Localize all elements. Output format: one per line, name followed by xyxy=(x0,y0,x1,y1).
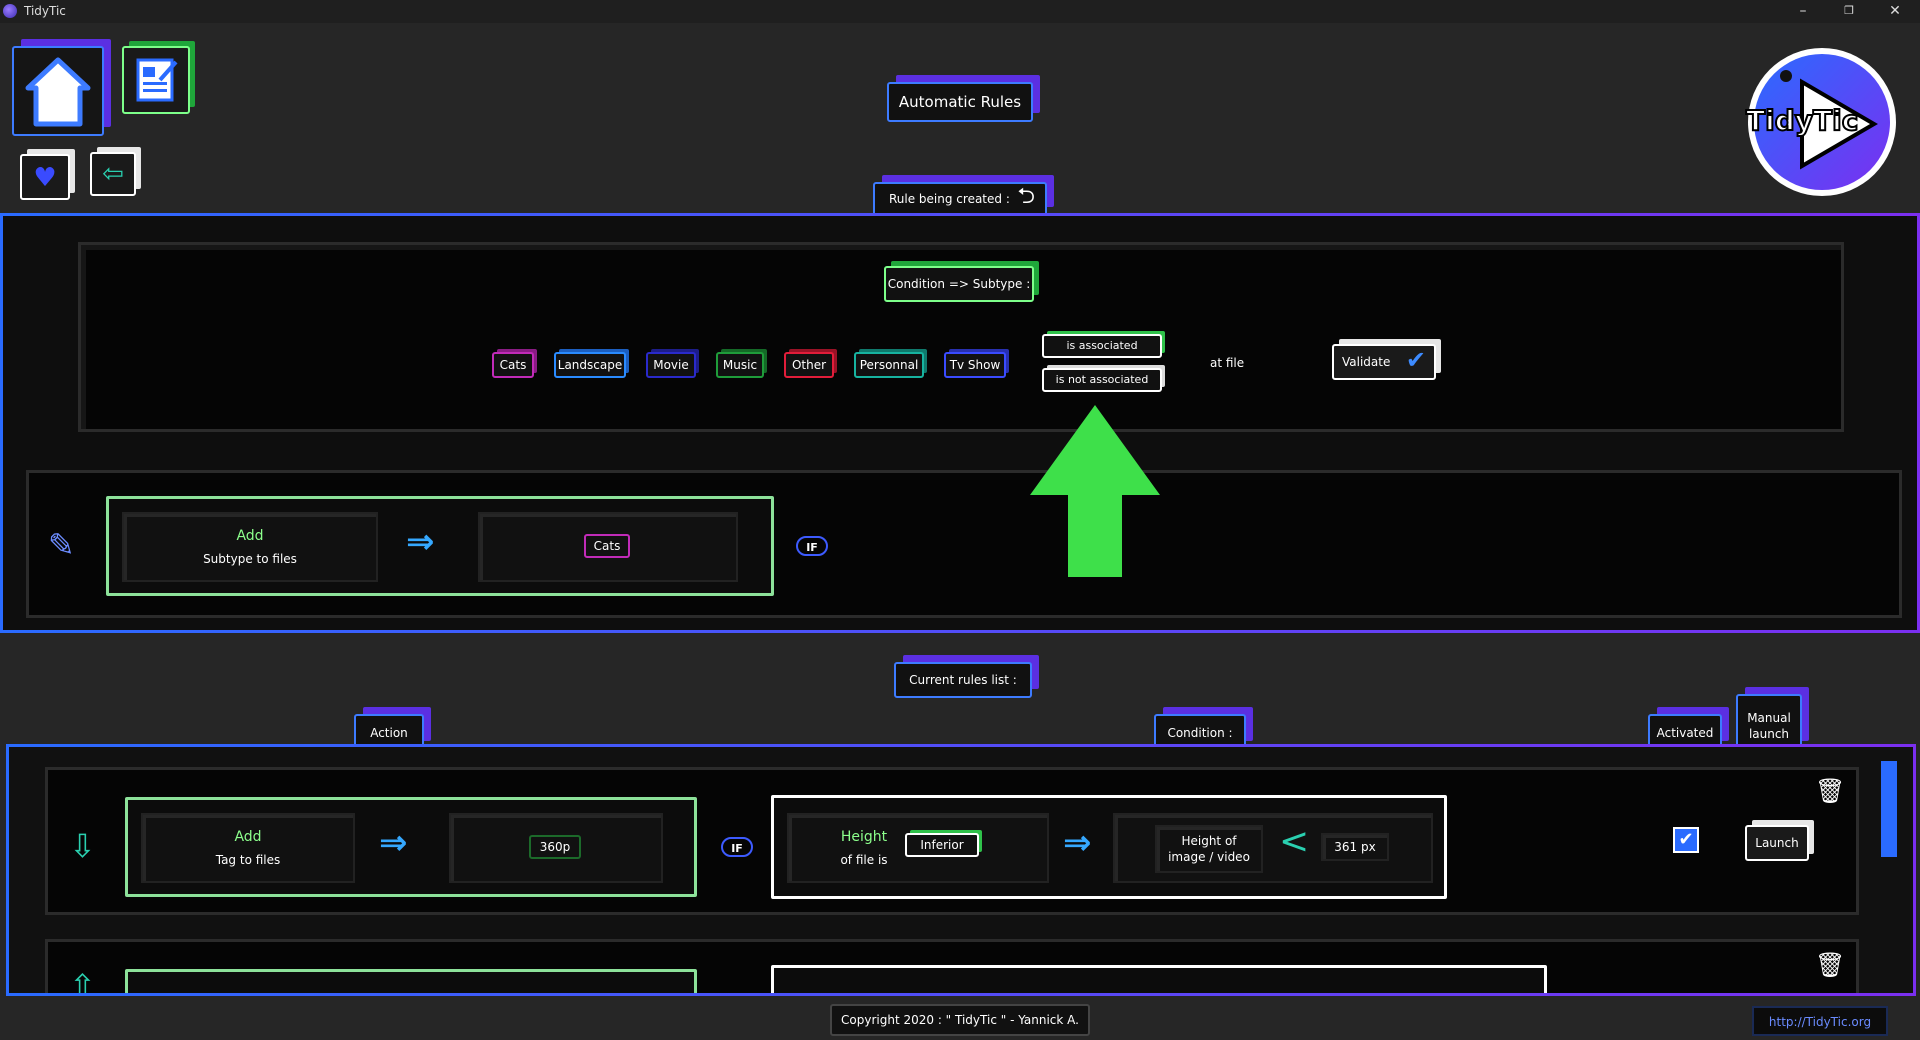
restore-button[interactable]: ❐ xyxy=(1844,4,1854,17)
logo-text: TidyTic xyxy=(1745,103,1859,138)
subtype-movie[interactable]: Movie xyxy=(646,352,696,378)
subtype-personnal[interactable]: Personnal xyxy=(854,352,924,378)
rule-being-created-label: Rule being created : xyxy=(889,192,1010,206)
app-icon xyxy=(3,4,17,18)
rule-value-chip[interactable]: 360p xyxy=(529,835,581,859)
rule-action-frame xyxy=(125,969,697,993)
rule-target-field[interactable]: Height of image / video xyxy=(1155,825,1263,873)
rules-editor-button[interactable] xyxy=(122,46,190,114)
rule-action-sub: Tag to files xyxy=(215,853,281,867)
header-manual-launch-line1: Manual xyxy=(1747,711,1791,725)
close-button[interactable]: ✕ xyxy=(1889,3,1901,19)
rule-condition-frame xyxy=(771,965,1547,993)
subtype-tv-show[interactable]: Tv Show xyxy=(944,352,1006,378)
draft-if-badge: IF xyxy=(796,536,828,556)
website-link[interactable]: http://TidyTic.org xyxy=(1752,1006,1888,1036)
current-rules-label: Current rules list : xyxy=(894,662,1032,698)
launch-button[interactable]: Launch xyxy=(1745,825,1809,861)
rule-action-title: Add xyxy=(234,829,262,845)
move-down-icon[interactable]: ⇩ xyxy=(69,827,96,865)
logo-icon xyxy=(1748,48,1896,196)
is-associated-option[interactable]: is associated xyxy=(1042,334,1162,358)
header-manual-launch-line2: launch xyxy=(1748,727,1790,741)
subtype-music[interactable]: Music xyxy=(716,352,764,378)
trash-icon[interactable]: 🗑 xyxy=(1815,777,1846,805)
subtype-cats[interactable]: Cats xyxy=(492,352,534,378)
heart-icon: ♥ xyxy=(33,163,57,193)
validate-button[interactable]: Validate ✔ xyxy=(1332,344,1436,380)
rules-list-panel: ⇩ Add Tag to files ⇒ 360p IF Height of f… xyxy=(6,744,1916,996)
draft-action-sub: Subtype to files xyxy=(203,552,297,566)
rule-target-line2: image / video xyxy=(1168,850,1250,864)
header-manual-launch: Manual launch xyxy=(1736,694,1802,750)
rule-condition-arrow-icon: ⇒ xyxy=(1063,823,1092,863)
green-up-arrow-icon xyxy=(1030,405,1160,577)
operator-icon: < xyxy=(1279,821,1310,862)
document-edit-icon xyxy=(136,58,178,102)
rule-being-created-tab: Rule being created : ⮌ xyxy=(873,182,1047,216)
subtype-other[interactable]: Other xyxy=(784,352,834,378)
window-titlebar xyxy=(0,0,1920,23)
draft-arrow-icon: ⇒ xyxy=(406,522,435,562)
page-title: Automatic Rules xyxy=(887,82,1033,122)
check-icon: ✔ xyxy=(1678,829,1694,850)
rules-scrollbar-thumb[interactable] xyxy=(1881,761,1897,857)
rule-threshold[interactable]: 361 px xyxy=(1321,833,1389,861)
draft-action-slot[interactable] xyxy=(122,512,378,582)
trash-icon[interactable]: 🗑 xyxy=(1815,951,1846,979)
at-file-label: at file xyxy=(1210,356,1245,370)
checkmark-icon: ✔ xyxy=(1405,346,1426,374)
undo-icon[interactable]: ⮌ xyxy=(1017,184,1035,209)
activated-checkbox[interactable]: ✔ xyxy=(1673,827,1699,853)
draft-action-title: Add xyxy=(236,528,264,544)
copyright-text: Copyright 2020 : " TidyTic " - Yannick A… xyxy=(830,1004,1090,1036)
move-up-icon[interactable]: ⇧ xyxy=(69,967,96,996)
pencil-icon[interactable]: ✎ xyxy=(48,526,75,564)
back-button[interactable]: ⇦ xyxy=(90,152,136,196)
rule-condition-sub: of file is xyxy=(840,853,888,867)
rule-condition-title: Height xyxy=(840,829,888,845)
rule-target-line1: Height of xyxy=(1181,834,1237,848)
home-icon xyxy=(25,57,91,127)
home-button[interactable] xyxy=(12,46,104,136)
window-title: TidyTic xyxy=(24,4,66,18)
rule-action-arrow-icon: ⇒ xyxy=(379,823,408,863)
validate-label: Validate xyxy=(1342,355,1391,369)
rule-comparator-chip[interactable]: Inferior xyxy=(905,833,979,857)
subtype-landscape[interactable]: Landscape xyxy=(554,352,626,378)
rule-if-badge: IF xyxy=(721,837,753,857)
draft-value-chip[interactable]: Cats xyxy=(584,534,630,558)
minimize-button[interactable]: – xyxy=(1799,3,1807,19)
favorites-button[interactable]: ♥ xyxy=(20,154,70,200)
arrow-left-icon: ⇦ xyxy=(102,159,124,189)
condition-subtype-label: Condition => Subtype : xyxy=(884,266,1034,302)
is-not-associated-option[interactable]: is not associated xyxy=(1042,368,1162,392)
rule-action-slot[interactable] xyxy=(141,813,355,883)
tidytic-logo: TidyTic xyxy=(1742,42,1898,202)
